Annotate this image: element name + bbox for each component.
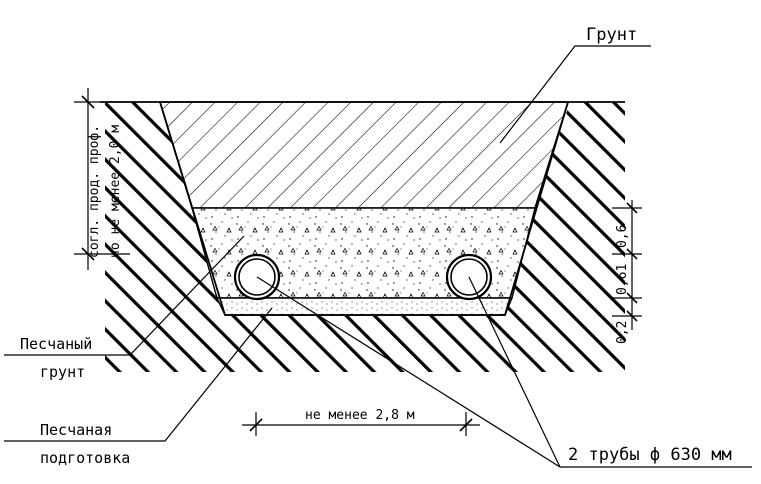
- label-sandy-soil-2: грунт: [40, 363, 85, 381]
- label-soil: Грунт: [586, 25, 637, 45]
- label-pipes: 2 трубы ф 630 мм: [568, 445, 732, 465]
- label-dim-top: 0,6: [615, 225, 630, 248]
- depth-dimension: [74, 88, 130, 270]
- natural-ground-bottom: [180, 316, 540, 372]
- label-width-dim: не менее 2,8 м: [305, 408, 415, 423]
- label-depth-1: согл. прод. проф.: [87, 125, 102, 258]
- label-depth-2: но не менее 2,0 м: [108, 125, 123, 258]
- label-sand-bedding-1: Песчаная: [40, 421, 112, 439]
- leader-sandy-soil: [4, 235, 245, 356]
- leader-sand-bedding: [4, 307, 273, 442]
- backfill-soil-zone: [158, 101, 570, 209]
- label-sandy-soil-1: Песчаный: [20, 335, 92, 353]
- width-dimension: [242, 412, 480, 436]
- label-sand-bedding-2: подготовка: [40, 449, 130, 467]
- leader-pipes: [256, 276, 752, 468]
- leader-soil: [499, 45, 651, 144]
- layer-dimensions: [612, 200, 642, 330]
- label-dim-pipe: 0,61: [615, 264, 630, 295]
- label-dim-bottom: 0,2: [615, 321, 630, 344]
